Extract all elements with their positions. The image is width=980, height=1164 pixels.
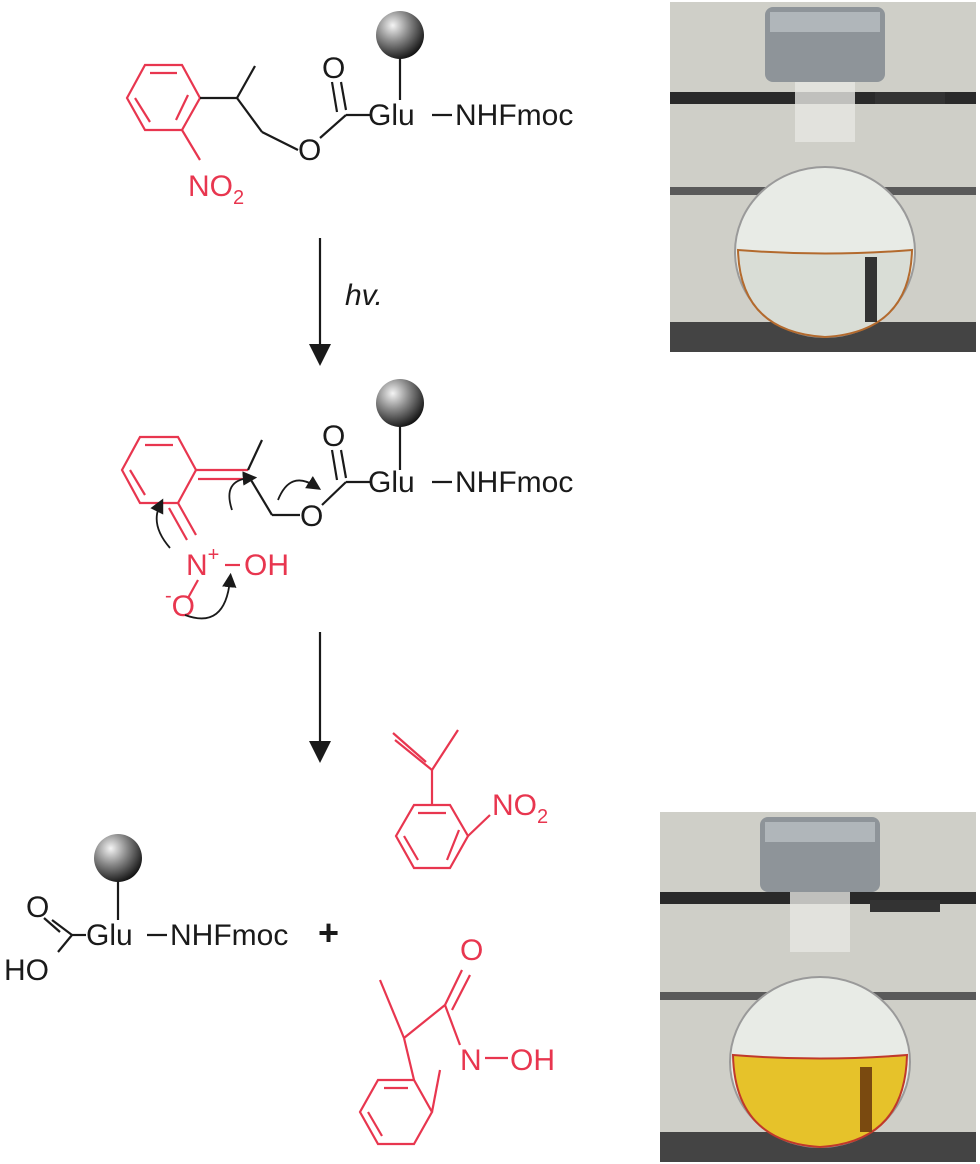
quinonoid-ring: [120, 435, 248, 599]
intermediate-chain: [247, 425, 452, 517]
ester-oxygen: O: [298, 134, 321, 167]
oxindole-nitrogen: N: [460, 1044, 482, 1077]
plus-sign: +: [318, 912, 339, 953]
oxide-label: -O: [165, 585, 195, 623]
acid-hydroxyl: HO: [4, 954, 49, 987]
nitrophenyl-ring: [125, 63, 202, 161]
resin-bead: [376, 11, 424, 59]
glu-label-2: Glu: [368, 466, 415, 499]
product-oxindole: [358, 969, 508, 1146]
side-chain: [200, 55, 452, 151]
oxindole-hydroxyl: OH: [510, 1044, 555, 1077]
nhfmoc-label: NHFmoc: [455, 99, 573, 132]
nitro-group-label: NO2: [188, 170, 244, 209]
glu-label: Glu: [368, 99, 415, 132]
glu-label-3: Glu: [86, 919, 133, 952]
intermediate: N+ OH -O O O Glu NHFmoc: [120, 379, 573, 623]
resin-bead-3: [94, 834, 142, 882]
ester-oxygen-2: O: [300, 500, 323, 533]
starting-material: NO2 O O Glu NHFmoc: [125, 11, 573, 209]
acid-carbonyl-oxygen: O: [26, 891, 49, 924]
product-acid: O HO Glu NHFmoc: [4, 834, 288, 987]
nitro-group-label-2: NO2: [492, 789, 548, 828]
resin-bead-2: [376, 379, 424, 427]
hv-label: hv.: [345, 279, 383, 312]
carbonyl-oxygen: O: [322, 52, 345, 85]
nhfmoc-label-3: NHFmoc: [170, 919, 288, 952]
electron-arrows: [150, 471, 322, 620]
flask-before-photo: [670, 2, 976, 352]
product-nitrostyrene: [392, 729, 491, 870]
carbonyl-oxygen-2: O: [322, 420, 345, 453]
nhfmoc-label-2: NHFmoc: [455, 466, 573, 499]
hydroxyl-label: OH: [244, 549, 289, 582]
flask-after-photo: [660, 812, 976, 1162]
nitrogen-label: N+: [186, 544, 219, 582]
oxindole-carbonyl: O: [460, 934, 483, 967]
